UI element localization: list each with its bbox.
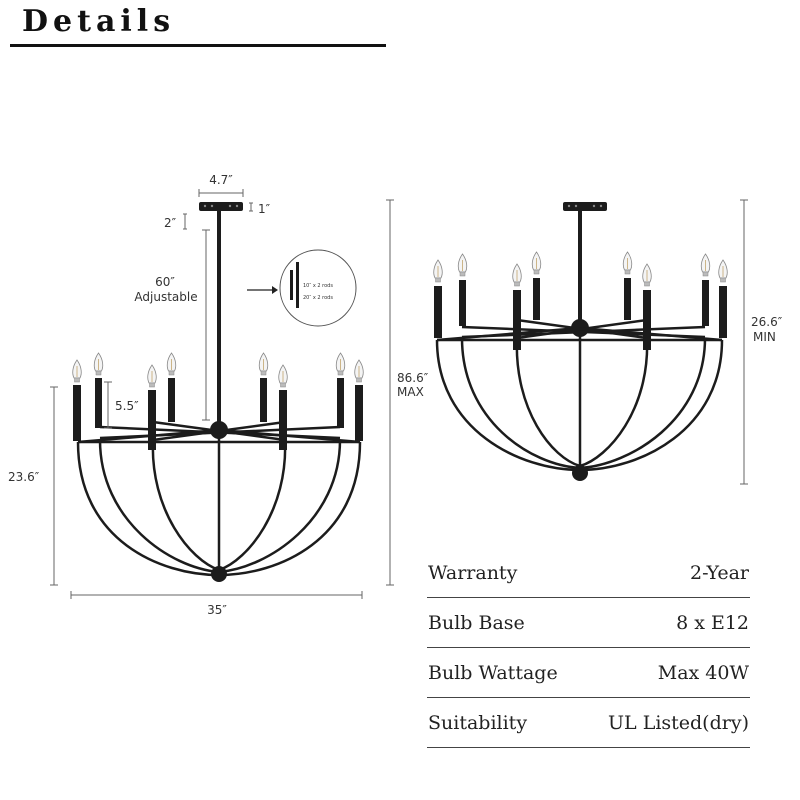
spec-value: UL Listed(dry): [608, 711, 749, 734]
rod-adjustable-label: Adjustable: [134, 290, 197, 304]
canopy-width-label: 4.7″: [209, 173, 233, 187]
spec-label: Bulb Wattage: [428, 661, 558, 684]
canopy-height-label: 1″: [258, 202, 271, 216]
dimension-lines-compact: [740, 199, 748, 485]
title-underline: [10, 44, 386, 47]
spec-row-warranty: Warranty 2-Year: [427, 548, 750, 598]
spec-value: 2-Year: [690, 561, 749, 584]
spec-value: 8 x E12: [676, 611, 749, 634]
spec-label: Bulb Base: [428, 611, 525, 634]
candle-height-label: 5.5″: [115, 399, 139, 413]
rods-line-2: 20″ x 2 rods: [303, 295, 333, 301]
spec-label: Suitability: [428, 711, 528, 734]
chandelier-extended: [72, 202, 364, 582]
rod-length-label: 60″: [155, 275, 175, 289]
spec-row-bulb-wattage: Bulb Wattage Max 40W: [427, 648, 750, 698]
body-height-label: 23.6″: [8, 470, 40, 484]
overall-min-caption: MIN: [753, 330, 776, 344]
body-width-label: 35″: [207, 603, 227, 617]
overall-max-label: 86.6″: [397, 371, 429, 385]
chandelier-compact: [433, 202, 728, 481]
spec-row-suitability: Suitability UL Listed(dry): [427, 698, 750, 748]
page-title: Details: [22, 4, 176, 39]
finial: [211, 566, 227, 582]
rod: [217, 211, 221, 429]
overall-max-caption: MAX: [397, 385, 424, 399]
canopy: [199, 202, 243, 211]
canopy-drop-label: 2″: [164, 216, 177, 230]
spec-table: Warranty 2-Year Bulb Base 8 x E12 Bulb W…: [427, 548, 750, 748]
rod-callout: [247, 249, 357, 327]
spec-label: Warranty: [428, 561, 518, 584]
spec-row-bulb-base: Bulb Base 8 x E12: [427, 598, 750, 648]
dimension-lines-extended: [50, 189, 394, 599]
spec-value: Max 40W: [657, 661, 749, 684]
overall-min-label: 26.6″: [751, 315, 783, 329]
rods-line-1: 10″ x 2 rods: [303, 283, 333, 289]
